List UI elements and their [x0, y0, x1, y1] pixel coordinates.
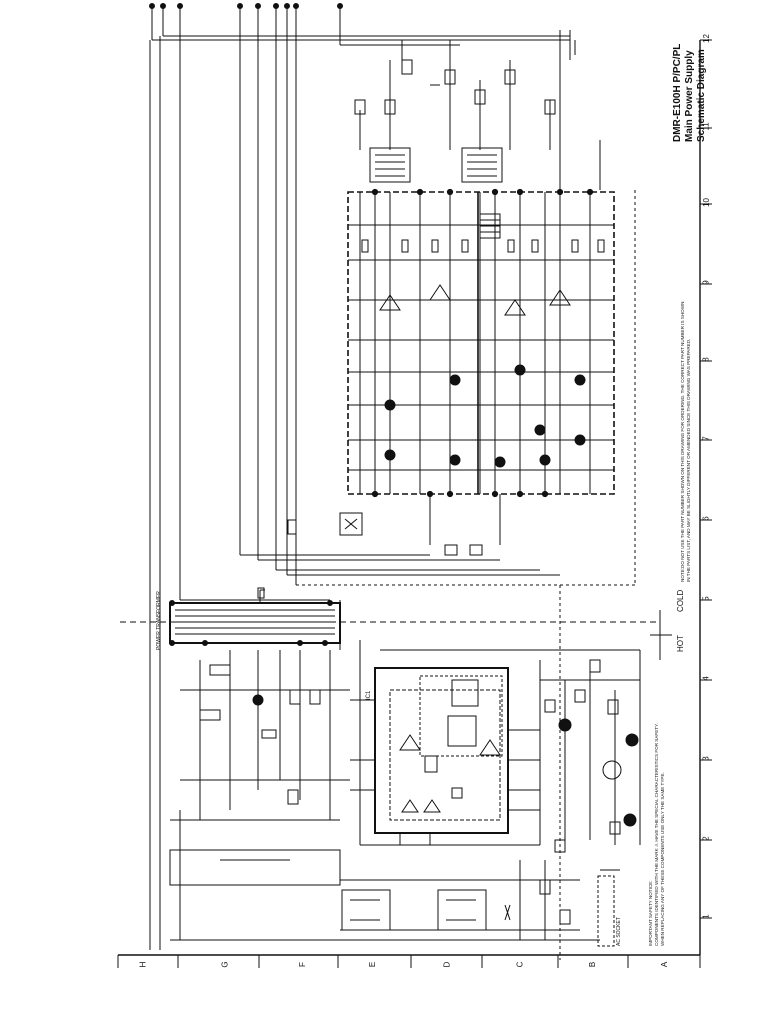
- col-label-9: 9: [701, 280, 711, 285]
- row-scale: [117, 954, 701, 968]
- primary-control-ic: [350, 640, 640, 846]
- hot-label: HOT: [676, 635, 685, 652]
- transformer-label: POWER TRANSFORMER: [156, 591, 162, 650]
- row-label-b: B: [588, 961, 598, 968]
- col-label-7: 7: [701, 436, 711, 441]
- top-connector-wires: [149, 3, 576, 600]
- parts-note: NOTE:DO NOT USE THE PART NUMBER SHOWN ON…: [680, 302, 692, 582]
- col-label-6: 6: [701, 516, 711, 521]
- title-model: DMR-E100H P/PC/PL: [672, 43, 683, 142]
- dashed-board-outline: [347, 191, 615, 495]
- row-label-c: C: [515, 961, 525, 968]
- col-label-5: 5: [701, 596, 711, 601]
- primary-left-components: [169, 650, 600, 941]
- col-label-11: 11: [701, 122, 711, 131]
- ac-socket-label: AC SOCKET: [616, 917, 622, 946]
- row-label-a: A: [660, 961, 670, 968]
- col-label-3: 3: [701, 756, 711, 761]
- col-label-1: 1: [701, 914, 711, 919]
- row-label-g: G: [220, 961, 230, 968]
- cold-label: COLD: [676, 589, 685, 612]
- column-scale: [699, 39, 712, 955]
- safety-notice: IMPORTANT SAFETY NOTICE: COMPONENTS IDEN…: [648, 723, 666, 946]
- col-label-12: 12: [701, 34, 711, 43]
- col-label-4: 4: [701, 676, 711, 681]
- hot-cold-divider: [650, 610, 672, 660]
- row-label-h: H: [138, 961, 148, 968]
- col-label-8: 8: [701, 357, 711, 362]
- row-label-d: D: [442, 961, 452, 968]
- title-section: Main Power Supply: [684, 50, 695, 142]
- parts-note-line2: IN THE PARTS LIST, AND MAY BE SLIGHTLY D…: [686, 338, 691, 582]
- row-label-f: F: [297, 962, 307, 967]
- row-label-e: E: [368, 961, 378, 968]
- col-label-2: 2: [701, 836, 711, 841]
- ic-label: IC1: [366, 690, 372, 700]
- upper-component-stacks: [354, 40, 601, 190]
- col-label-10: 10: [701, 198, 711, 207]
- primary-right-components: [544, 650, 641, 947]
- left-vertical-wires: [149, 36, 161, 950]
- safety-notice-line2: WHEN REPLACING ANY OF THESE COMPONENTS U…: [660, 772, 665, 946]
- power-transformer: [169, 587, 341, 646]
- input-filter-section: [340, 860, 580, 940]
- internal-regulator-circuit: [348, 188, 614, 498]
